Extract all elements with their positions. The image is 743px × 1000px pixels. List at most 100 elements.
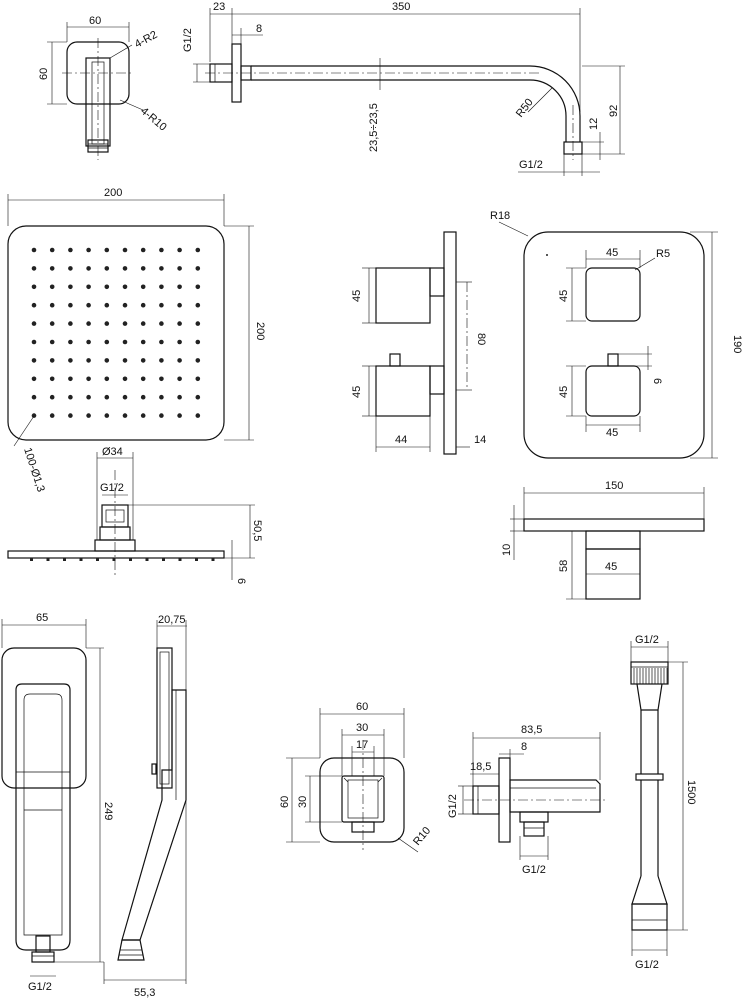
nozzle-dot: [49, 339, 55, 345]
nozzle-dot: [140, 247, 146, 253]
nozzle-dot: [195, 413, 201, 418]
valve-cover-plate: [523, 231, 705, 459]
nozzle-dot: [140, 376, 146, 382]
elbow-thread-out-label: G1/2: [522, 864, 546, 876]
nozzle-dot: [86, 284, 91, 290]
nozzle-dot: [49, 358, 55, 363]
nozzle-dot: [31, 302, 37, 308]
nozzle-dot: [31, 266, 37, 271]
side-nozzle-tip: [195, 558, 198, 561]
elbow-nipple-label: 18,5: [470, 761, 491, 773]
arm-bend-radius-label: R50: [514, 97, 536, 120]
nozzle-dot: [177, 321, 182, 326]
arm-width-label: 60: [89, 15, 101, 27]
nozzle-dot: [159, 321, 164, 326]
nozzle-dot: [49, 247, 55, 253]
nozzle-dot: [195, 247, 201, 253]
nozzle-dot: [86, 266, 91, 271]
nozzle-dot: [31, 321, 37, 326]
hose-length-label: 1500: [685, 780, 697, 804]
head-connector-diameter-label: Ø34: [102, 446, 123, 458]
nozzle-dot: [122, 394, 128, 400]
nozzle-dot: [122, 376, 128, 382]
side-nozzle-tip: [129, 558, 132, 561]
nozzle-dot: [31, 339, 37, 345]
nozzle-dot: [86, 302, 91, 308]
knob-bottom: [585, 365, 641, 417]
nozzle-dot: [195, 394, 201, 400]
outlet-radius-label: R10: [411, 825, 433, 848]
arm-side-view: 23 350 8 G1/2 23,5÷23,5 R50 92 12 G1/2: [182, 1, 625, 176]
nozzle-dot: [177, 358, 182, 363]
nozzle-dot: [104, 339, 110, 345]
nozzle-dot: [122, 321, 128, 326]
nozzle-dot: [31, 247, 37, 253]
arm-flange-label: 8: [256, 23, 262, 35]
valve-plan-view: 150 10 58 45: [501, 480, 705, 600]
plate-radius-label: R18: [490, 210, 510, 222]
side-nozzle-tip: [63, 558, 66, 561]
outlet-width-label: 60: [356, 701, 368, 713]
nozzle-dot: [195, 302, 201, 308]
nozzle-dot: [31, 376, 37, 382]
hand-shower-side: 20,75 55,3: [103, 614, 187, 999]
nozzle-dot: [122, 358, 128, 363]
valve-spacing-label: 80: [475, 333, 487, 345]
side-nozzle-tip: [46, 558, 50, 561]
nozzle-dot: [159, 376, 164, 382]
nozzle-dot: [177, 284, 182, 290]
nozzle-dot: [195, 266, 201, 271]
arm-outlet-thread-label: G1/2: [519, 159, 543, 171]
nozzle-dot: [159, 339, 164, 345]
nozzle-dot: [68, 284, 73, 290]
head-total-height-label: 50,5: [251, 520, 263, 541]
nozzle-dot: [104, 247, 110, 253]
nozzle-dot: [68, 247, 73, 253]
valve-plate-label: 14: [474, 434, 486, 446]
nozzle-dot: [122, 413, 128, 418]
nozzle-dot: [49, 321, 55, 326]
nozzle-dot: [104, 266, 110, 271]
nozzle-dot: [177, 339, 182, 345]
head-connector-thread-label: G1/2: [100, 482, 124, 494]
plan-width-label: 150: [605, 480, 623, 492]
nozzle-dot: [177, 413, 182, 418]
plan-knob-height-label: 58: [558, 560, 570, 572]
hand-width-label: 65: [36, 612, 48, 624]
nozzle-dot: [140, 321, 146, 326]
valve-handle-bottom-label: 45: [351, 386, 363, 398]
valve-depth-label: 44: [395, 434, 407, 446]
hand-shower-front: 65 249 G1/2: [1, 612, 114, 993]
nozzle-dot: [86, 321, 91, 326]
nozzle-dot: [68, 339, 73, 345]
valve-front-view: R18 45 R5 45 45 45 6 190: [490, 210, 743, 459]
knob-pin-label: 6: [651, 378, 663, 384]
side-nozzle-row: [30, 558, 215, 561]
nozzle-dot: [49, 284, 55, 290]
nozzle-dot: [49, 394, 55, 400]
nozzle-dot: [86, 394, 91, 400]
nozzle-dot: [122, 339, 128, 345]
nozzle-dot: [159, 413, 164, 418]
nozzle-dot: [159, 302, 164, 308]
outlet-square: [319, 757, 405, 843]
nozzle-dot: [86, 413, 91, 418]
side-nozzle-tip: [178, 558, 182, 561]
nozzle-dot: [140, 394, 146, 400]
nozzle-dot: [104, 358, 110, 363]
nozzle-dot: [86, 247, 91, 253]
outlet-side-view: 83,5 8 18,5 G1/2 G1/2: [447, 724, 608, 876]
nozzle-dot: [31, 394, 37, 400]
knob-top-width-label: 45: [606, 247, 618, 259]
elbow-length-label: 83,5: [521, 724, 542, 736]
arm-front-view: 60 60 4-R2 4-R10: [38, 15, 169, 160]
nozzle-dot: [49, 266, 55, 271]
nozzle-dot: [140, 339, 146, 345]
plate-height-label: 190: [731, 335, 743, 353]
outlet-height-label: 60: [279, 796, 291, 808]
nozzle-dot: [140, 413, 146, 418]
arm-radius-inner-label: 4-R10: [138, 105, 169, 133]
arm-thread-label: G1/2: [182, 28, 194, 52]
elbow-step-label: 8: [521, 741, 527, 753]
